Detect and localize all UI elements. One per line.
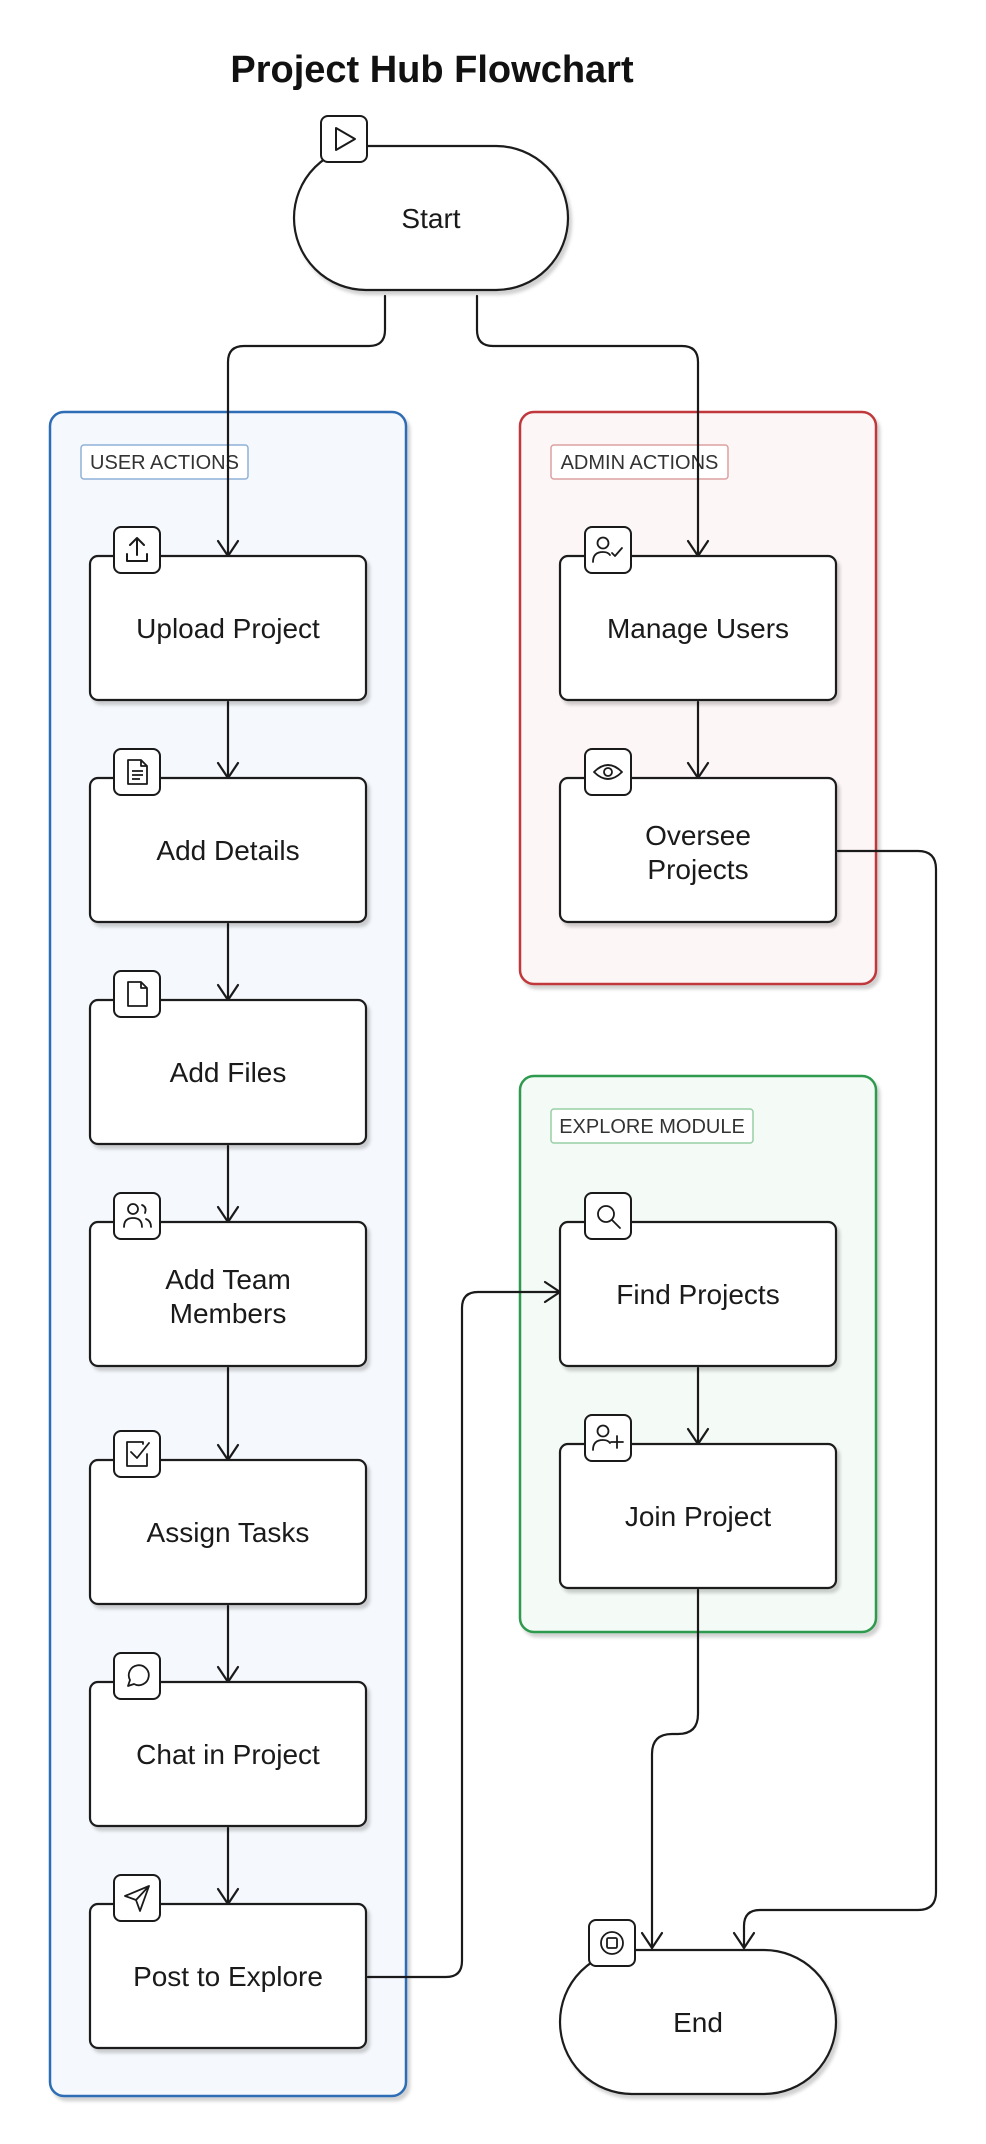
- node-label: Assign Tasks: [147, 1517, 310, 1548]
- arrowhead: [640, 1931, 664, 1950]
- node-start[interactable]: Start: [292, 115, 570, 292]
- eye-icon: [584, 748, 632, 796]
- node-label: Upload Project: [136, 613, 320, 644]
- file-icon: [113, 970, 161, 1018]
- group-label-user: USER ACTIONS: [90, 452, 239, 474]
- upload-icon: [113, 526, 161, 574]
- node-label: Find Projects: [616, 1279, 779, 1310]
- edge-oversee-end: [742, 849, 938, 1950]
- node-label: Join Project: [625, 1501, 772, 1532]
- edge-start-upload: [226, 294, 387, 558]
- group-label-admin: ADMIN ACTIONS: [561, 452, 719, 474]
- search-icon: [584, 1192, 632, 1240]
- node-join-project[interactable]: Join Project: [558, 1414, 838, 1590]
- node-label: Add Files: [170, 1057, 287, 1088]
- node-post-to-explore[interactable]: Post to Explore: [88, 1874, 368, 2050]
- arrowhead: [732, 1931, 756, 1950]
- node-upload-project[interactable]: Upload Project: [88, 526, 368, 702]
- play-icon: [320, 115, 368, 163]
- checkbox-icon: [113, 1430, 161, 1478]
- node-label: Chat in Project: [136, 1739, 320, 1770]
- group-label-explore: EXPLORE MODULE: [559, 1116, 745, 1138]
- node-find-projects[interactable]: Find Projects: [558, 1192, 838, 1368]
- diagram-title: Project Hub Flowchart: [230, 49, 634, 91]
- node-chat-in-project[interactable]: Chat in Project: [88, 1652, 368, 1828]
- document-icon: [113, 748, 161, 796]
- send-icon: [113, 1874, 161, 1922]
- edge-start-manage: [475, 294, 700, 558]
- user-plus-icon: [584, 1414, 632, 1462]
- stop-icon: [588, 1919, 636, 1967]
- node-label: Manage Users: [607, 613, 789, 644]
- chat-icon: [113, 1652, 161, 1700]
- node-assign-tasks[interactable]: Assign Tasks: [88, 1430, 368, 1606]
- users-icon: [113, 1192, 161, 1240]
- node-label: Start: [401, 203, 460, 234]
- node-label: Post to Explore: [133, 1961, 323, 1992]
- node-manage-users[interactable]: Manage Users: [558, 526, 838, 702]
- user-check-icon: [584, 526, 632, 574]
- node-label: End: [673, 2007, 723, 2038]
- edge-join-end: [650, 1588, 700, 1950]
- node-add-details[interactable]: Add Details: [88, 748, 368, 924]
- edge-post-find: [366, 1290, 562, 1979]
- node-add-files[interactable]: Add Files: [88, 970, 368, 1146]
- node-label: Add Details: [156, 835, 299, 866]
- node-end[interactable]: End: [558, 1919, 838, 2096]
